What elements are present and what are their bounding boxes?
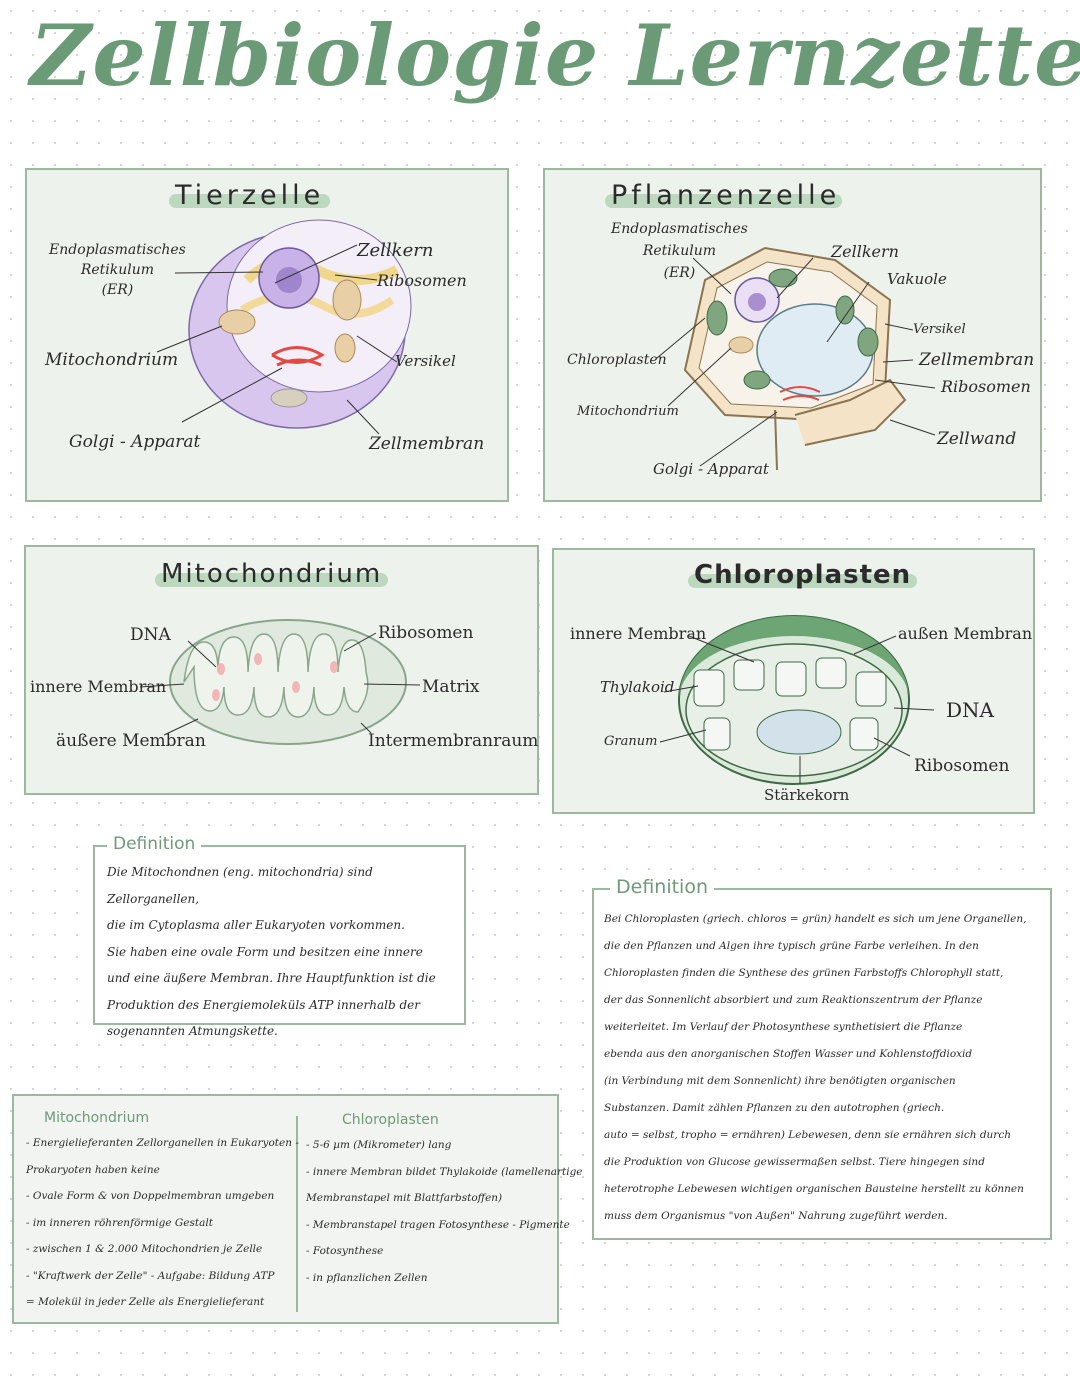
label-zellmembran: Zellmembran xyxy=(919,350,1035,370)
label-aeussere-membran: äußere Membran xyxy=(56,731,206,751)
mitochondrium-panel: Mitochondrium DNA Ribosomen innere Membr… xyxy=(24,545,539,795)
definition-line: heterotrophe Lebewesen wichtigen organis… xyxy=(604,1183,1024,1195)
definition-chloroplasten-box: Definition Bei Chloroplasten (griech. ch… xyxy=(592,876,1052,1240)
page-title: Zellbiologie Lernzettel xyxy=(30,6,1080,105)
plant-cell-illustration xyxy=(656,246,936,471)
label-ribosomen: Ribosomen xyxy=(378,623,474,643)
chloroplasten-panel: Chloroplasten innere Membran außen Membr… xyxy=(552,548,1035,814)
label-golgi: Golgi - Apparat xyxy=(69,432,201,452)
label-granum: Granum xyxy=(604,734,658,749)
label-dna: DNA xyxy=(130,625,171,645)
label-aussen-membran: außen Membran xyxy=(898,624,1033,643)
label-zellwand: Zellwand xyxy=(937,429,1017,449)
list-item: = Molekül in jeder Zelle als Energielief… xyxy=(26,1296,265,1308)
summary-mito-heading: Mitochondrium xyxy=(44,1110,150,1126)
definition-line: Sie haben eine ovale Form und besitzen e… xyxy=(107,944,423,959)
label-ribosomen: Ribosomen xyxy=(914,756,1010,776)
animal-cell-illustration xyxy=(156,219,412,435)
definition-heading: Definition xyxy=(610,876,715,898)
definition-line: Produktion des Energiemoleküls ATP inner… xyxy=(107,997,420,1012)
label-matrix: Matrix xyxy=(422,677,480,697)
label-vakuole: Vakuole xyxy=(887,270,947,288)
definition-line: die Produktion von Glucose gewissermaßen… xyxy=(604,1156,985,1168)
label-zellmembran: Zellmembran xyxy=(369,434,485,454)
list-item: - Fotosynthese xyxy=(306,1245,384,1257)
label-chloroplasten: Chloroplasten xyxy=(567,352,667,368)
summary-box: Mitochondrium - Energielieferanten Zello… xyxy=(12,1094,583,1324)
list-item: - Ovale Form & von Doppelmembran umgeben xyxy=(26,1190,275,1202)
definition-line: Die Mitochondnen (eng. mitochondria) sin… xyxy=(107,865,373,906)
label-ribosomen: Ribosomen xyxy=(941,377,1031,396)
mitochondrium-title: Mitochondrium xyxy=(161,559,383,589)
label-zellkern: Zellkern xyxy=(831,242,899,261)
label-intermembranraum: Intermembranraum xyxy=(368,731,539,751)
label-vesikel: Versikel xyxy=(395,352,456,370)
label-zellkern: Zellkern xyxy=(357,240,434,261)
label-mitochondrium: Mitochondrium xyxy=(45,350,179,370)
list-item: - zwischen 1 & 2.000 Mitochondrien je Ze… xyxy=(26,1243,263,1255)
chloroplasten-title: Chloroplasten xyxy=(694,560,912,590)
label-mitochondrium: Mitochondrium xyxy=(577,404,679,419)
label-innere-membran: innere Membran xyxy=(570,624,707,643)
definition-line: ebenda aus den anorganischen Stoffen Was… xyxy=(604,1048,973,1060)
column-divider xyxy=(296,1116,298,1312)
label-thylakoid: Thylakoid xyxy=(600,678,675,696)
label-golgi: Golgi - Apparat xyxy=(653,460,769,478)
label-er: Endoplasmatisches Retikulum (ER) xyxy=(49,242,186,298)
definition-line: muss dem Organismus "von Außen" Nahrung … xyxy=(604,1210,948,1222)
definition-heading: Definition xyxy=(107,834,202,854)
list-item: Prokaryoten haben keine xyxy=(26,1163,160,1176)
definition-line: auto = selbst, tropho = ernähren) Lebewe… xyxy=(604,1129,1011,1141)
list-item: - Energielieferanten Zellorganellen in E… xyxy=(26,1137,299,1149)
definition-line: Substanzen. Damit zählen Pflanzen zu den… xyxy=(604,1102,945,1114)
list-item: - "Kraftwerk der Zelle" - Aufgabe: Bildu… xyxy=(26,1269,275,1282)
list-item: - in pflanzlichen Zellen xyxy=(306,1271,428,1284)
summary-chloro-heading: Chloroplasten xyxy=(342,1112,439,1128)
definition-line: und eine äußere Membran. Ihre Hauptfunkt… xyxy=(107,971,436,985)
list-item: - Membranstapel tragen Fotosynthese - Pi… xyxy=(306,1218,570,1231)
label-ribosomen: Ribosomen xyxy=(377,271,467,290)
definition-line: die den Pflanzen und Algen ihre typisch … xyxy=(604,940,979,952)
label-dna: DNA xyxy=(946,698,994,722)
pflanzenzelle-panel: Pflanzenzelle Endoplasmatisches Retikulu… xyxy=(543,168,1042,502)
list-item: - 5-6 µm (Mikrometer) lang xyxy=(306,1139,452,1151)
tierzelle-panel: Tierzelle Endoplasmatisches Retikulum (E… xyxy=(25,168,509,502)
list-item: - im inneren röhrenförmige Gestalt xyxy=(26,1216,213,1229)
mitochondrium-illustration xyxy=(139,619,421,745)
chloroplast-illustration xyxy=(659,615,935,785)
definition-line: der das Sonnenlicht absorbiert und zum R… xyxy=(604,994,983,1006)
definition-line: Bei Chloroplasten (griech. chloros = grü… xyxy=(604,913,1027,925)
label-er: Endoplasmatisches Retikulum (ER) xyxy=(611,221,748,281)
definition-line: weiterleitet. Im Verlauf der Photosynthe… xyxy=(604,1021,963,1033)
label-innere-membran: innere Membran xyxy=(30,677,167,696)
definition-mitochondrium-box: Definition Die Mitochondnen (eng. mitoch… xyxy=(93,834,466,1038)
list-item: - innere Membran bildet Thylakoide (lame… xyxy=(306,1165,583,1178)
list-item: Membranstapel mit Blattfarbstoffen) xyxy=(306,1192,503,1204)
definition-line: Chloroplasten finden die Synthese des gr… xyxy=(604,967,1004,979)
pflanzenzelle-title: Pflanzenzelle xyxy=(611,180,841,211)
tierzelle-title: Tierzelle xyxy=(175,180,325,211)
label-staerkekorn: Stärkekorn xyxy=(764,786,850,804)
definition-line: die im Cytoplasma aller Eukaryoten vorko… xyxy=(107,918,405,932)
definition-line: (in Verbindung mit dem Sonnenlicht) ihre… xyxy=(604,1075,956,1087)
definition-line: sogenannten Atmungskette. xyxy=(107,1024,278,1038)
label-vesikel: Versikel xyxy=(913,322,966,337)
